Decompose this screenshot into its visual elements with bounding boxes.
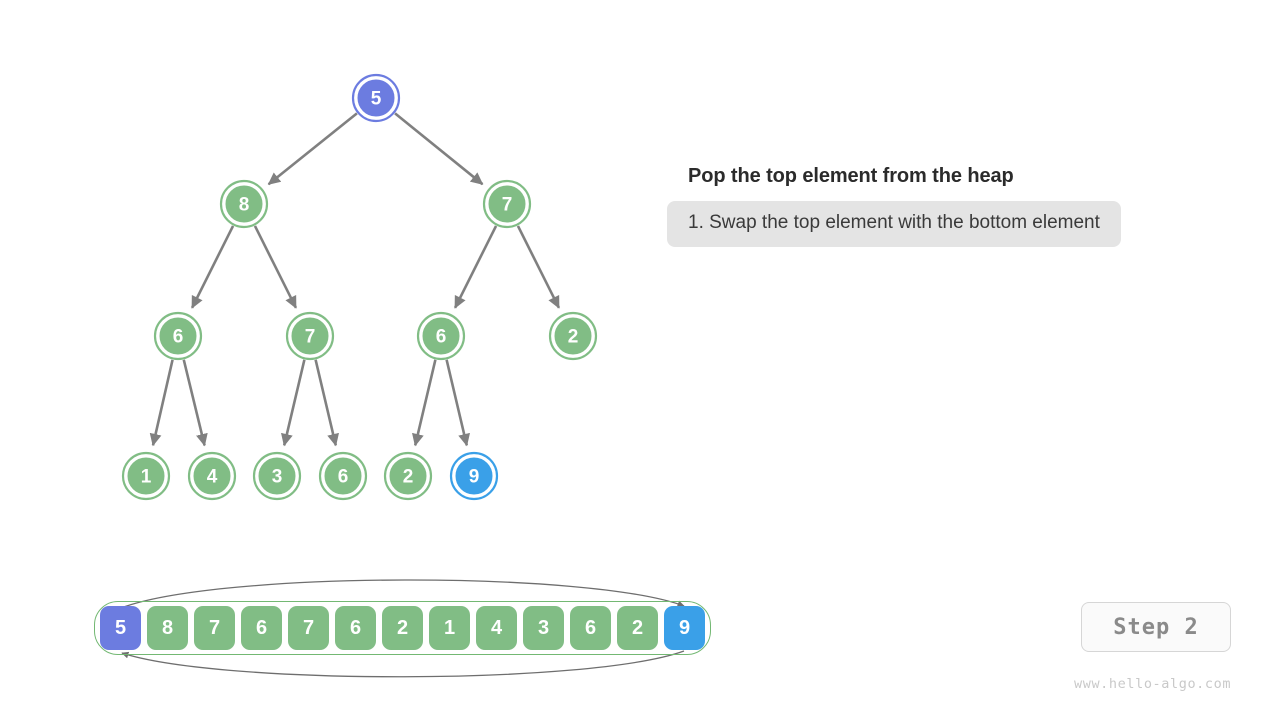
step-badge: Step 2 (1081, 602, 1231, 652)
tree-node-outer-ring (383, 451, 433, 501)
tree-edge (453, 225, 498, 309)
tree-node-outer-ring (351, 73, 401, 123)
tree-node[interactable]: 2 (548, 311, 598, 361)
array-cell[interactable]: 8 (147, 606, 188, 650)
tree-node-outer-ring (318, 451, 368, 501)
tree-node-value: 2 (568, 326, 579, 347)
array-cell[interactable]: 7 (194, 606, 235, 650)
tree-node-outer-ring (285, 311, 335, 361)
tree-edge (253, 225, 298, 309)
array-cell[interactable]: 5 (100, 606, 141, 650)
tree-node-value: 3 (272, 466, 283, 487)
array-cell[interactable]: 3 (523, 606, 564, 650)
array-cell[interactable]: 1 (429, 606, 470, 650)
tree-node[interactable]: 9 (449, 451, 499, 501)
tree-node-value: 6 (173, 326, 184, 347)
tree-node-disc (125, 455, 167, 497)
tree-node[interactable]: 8 (219, 179, 269, 229)
tree-node-outer-ring (416, 311, 466, 361)
tree-node[interactable]: 6 (153, 311, 203, 361)
array-cell[interactable]: 6 (241, 606, 282, 650)
tree-edge-layer (149, 112, 561, 447)
tree-node-disc (355, 77, 397, 119)
tree-node[interactable]: 6 (318, 451, 368, 501)
tree-edge (281, 359, 306, 447)
tree-edge (182, 359, 208, 447)
tree-node-disc (387, 455, 429, 497)
tree-node[interactable]: 1 (121, 451, 171, 501)
tree-node-disc (256, 455, 298, 497)
tree-node[interactable]: 6 (416, 311, 466, 361)
tree-edge (314, 359, 339, 447)
array-cell[interactable]: 7 (288, 606, 329, 650)
array-cell[interactable]: 6 (570, 606, 611, 650)
tree-edge (267, 112, 358, 186)
tree-node-outer-ring (187, 451, 237, 501)
tree-edge (190, 225, 235, 309)
instruction-panel: Pop the top element from the heap 1. Swa… (667, 164, 1248, 247)
tree-node-disc (322, 455, 364, 497)
tree-node-value: 7 (502, 194, 513, 215)
tree-node-outer-ring (219, 179, 269, 229)
tree-node[interactable]: 7 (285, 311, 335, 361)
tree-node-disc (453, 455, 495, 497)
array-cell[interactable]: 2 (382, 606, 423, 650)
tree-edge (445, 359, 470, 447)
tree-node-outer-ring (121, 451, 171, 501)
tree-node[interactable]: 3 (252, 451, 302, 501)
tree-node-outer-ring (449, 451, 499, 501)
tree-node-value: 8 (239, 194, 250, 215)
tree-node[interactable]: 2 (383, 451, 433, 501)
array-cell[interactable]: 6 (335, 606, 376, 650)
page-title: Pop the top element from the heap (688, 165, 1014, 187)
binary-heap-tree: 5 8 7 6 7 6 2 1 4 3 6 2 9 (121, 73, 598, 501)
tree-node-value: 6 (436, 326, 447, 347)
tree-node-value: 6 (338, 466, 349, 487)
tree-node-disc (552, 315, 594, 357)
tree-edge (516, 225, 561, 309)
tree-node-outer-ring (252, 451, 302, 501)
current-step-callout: 1. Swap the top element with the bottom … (667, 201, 1121, 247)
array-cell[interactable]: 2 (617, 606, 658, 650)
tree-node-value: 4 (207, 466, 218, 487)
tree-node-value: 5 (371, 88, 382, 109)
tree-edge (149, 359, 174, 447)
array-cell[interactable]: 4 (476, 606, 517, 650)
tree-node-value: 1 (141, 466, 152, 487)
tree-node[interactable]: 7 (482, 179, 532, 229)
step-badge-label: Step 2 (1113, 614, 1199, 640)
tree-node-outer-ring (153, 311, 203, 361)
tree-edge (394, 112, 484, 186)
watermark-text: www.hello-algo.com (1074, 676, 1232, 692)
tree-node-disc (486, 183, 528, 225)
tree-node-layer: 5 8 7 6 7 6 2 1 4 3 6 2 9 (121, 73, 598, 501)
tree-node-outer-ring (482, 179, 532, 229)
tree-edge (412, 359, 437, 447)
tree-node[interactable]: 4 (187, 451, 237, 501)
tree-node-outer-ring (548, 311, 598, 361)
current-step-text: 1. Swap the top element with the bottom … (688, 212, 1100, 233)
tree-node-disc (191, 455, 233, 497)
tree-node-value: 9 (469, 466, 480, 487)
tree-node-disc (223, 183, 265, 225)
tree-node-disc (289, 315, 331, 357)
array-cell[interactable]: 9 (664, 606, 705, 650)
tree-node-disc (157, 315, 199, 357)
tree-node-disc (420, 315, 462, 357)
tree-node-value: 7 (305, 326, 316, 347)
tree-node[interactable]: 5 (351, 73, 401, 123)
tree-node-value: 2 (403, 466, 414, 487)
